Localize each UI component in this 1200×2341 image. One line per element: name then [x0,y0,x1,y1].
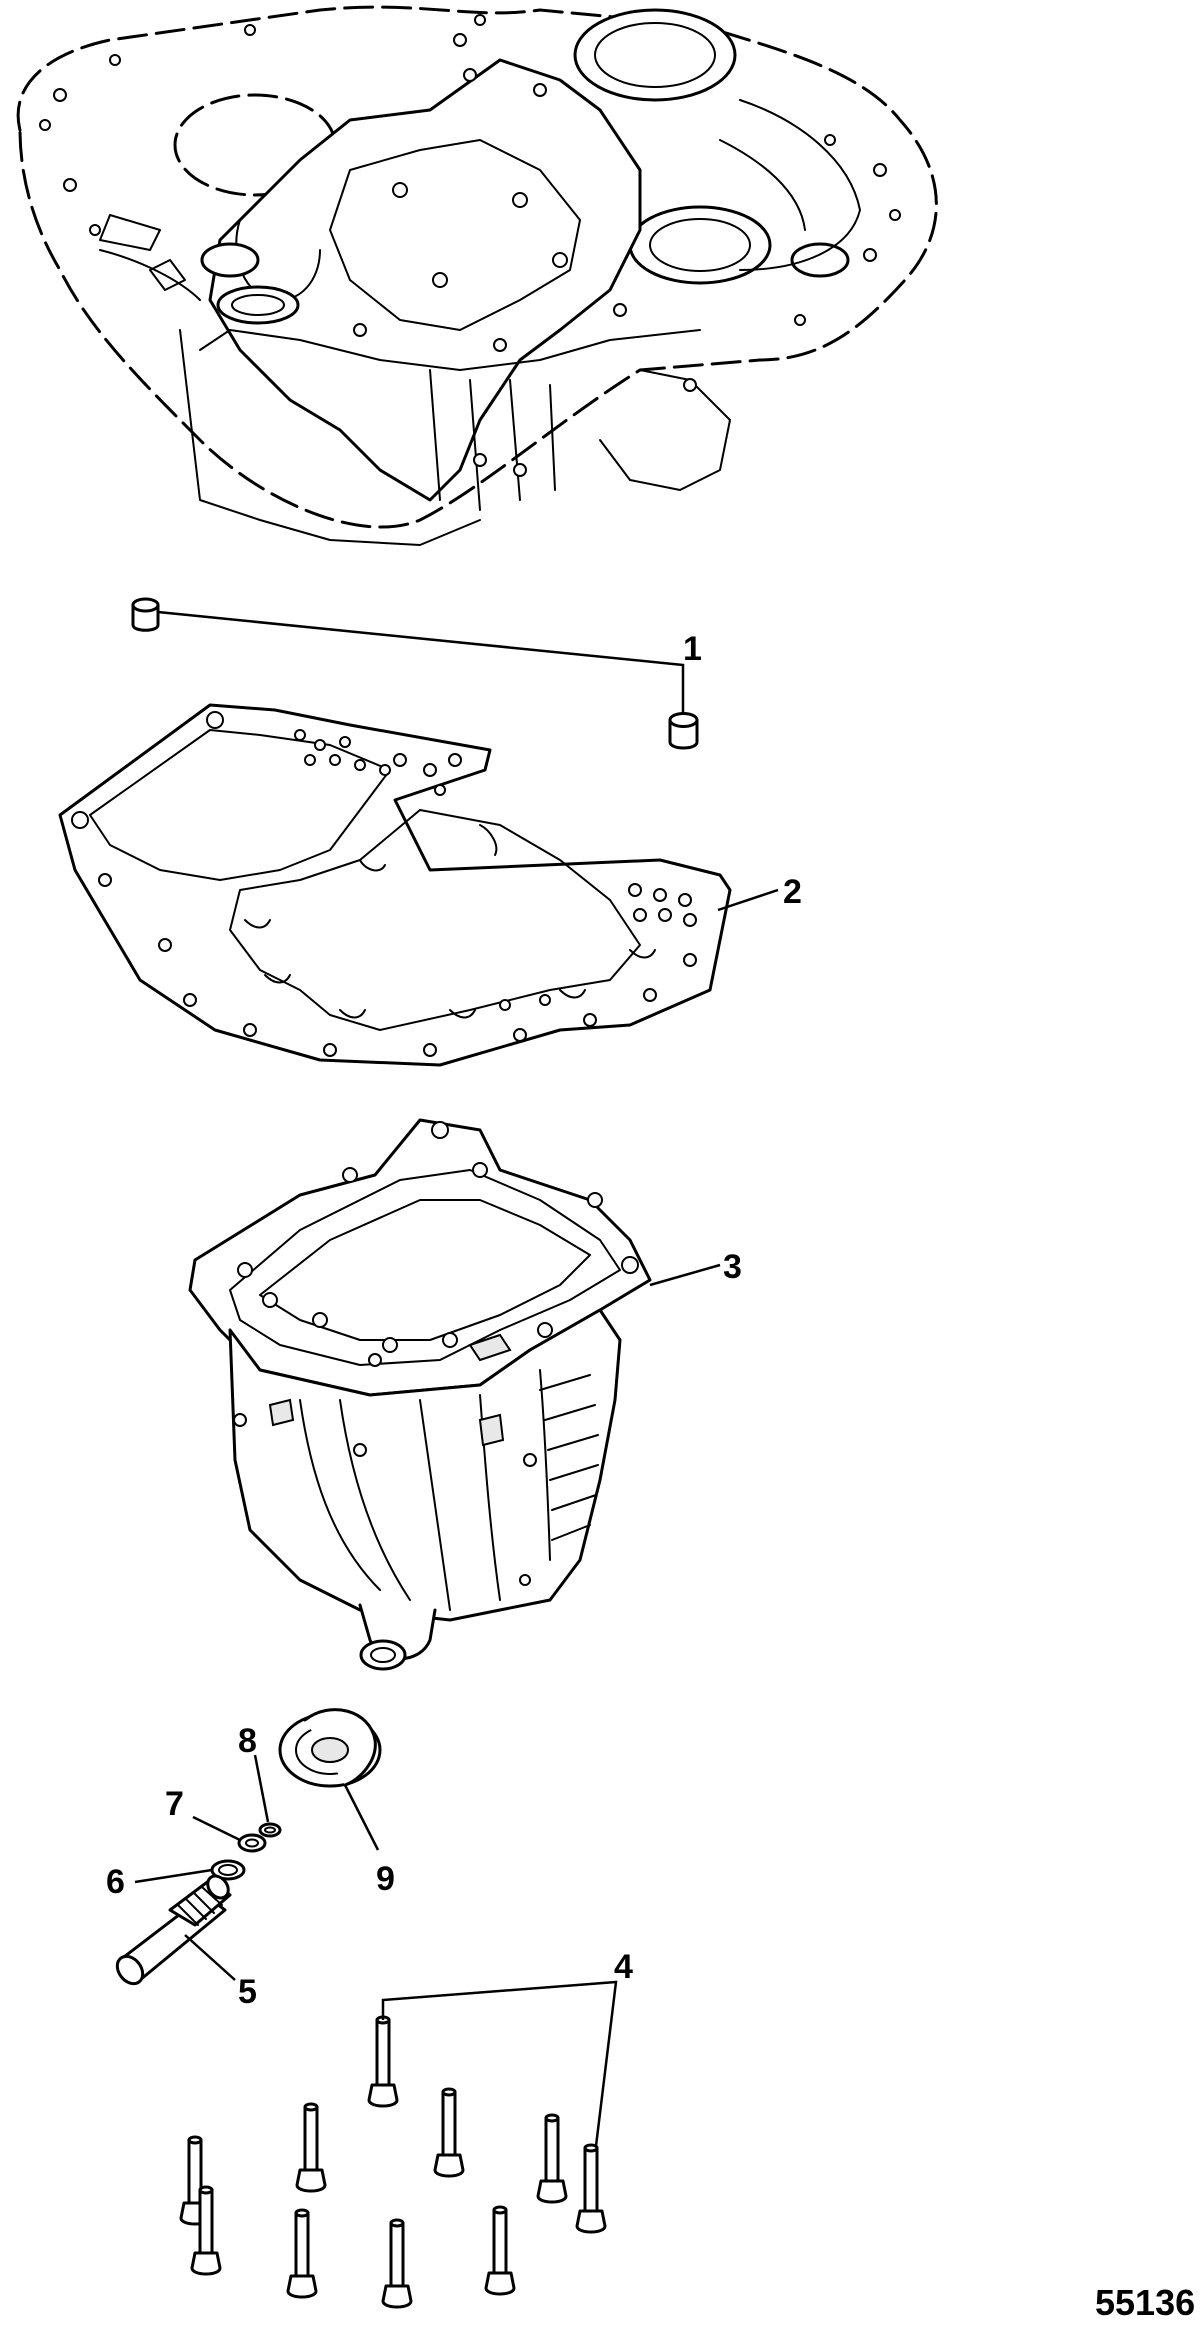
leader-7 [192,1815,241,1842]
callout-6: 6 [106,1863,125,1901]
o-ring-small [258,1822,282,1838]
callout-3: 3 [723,1248,742,1286]
leader-2 [717,888,779,912]
bolt [367,2015,399,2108]
figure-number: 55136 [1095,2282,1195,2323]
oil-pan [188,1118,652,1671]
bolt [286,2208,318,2299]
callout-5: 5 [238,1973,257,2011]
leader-3 [649,1263,721,1287]
leader-9 [343,1784,380,1851]
leader-8 [253,1754,270,1823]
callout-2: 2 [783,873,802,911]
dowel-pin-left [131,597,160,632]
leader-4 [381,1980,618,2147]
callout-9: 9 [376,1860,395,1898]
leader-1 [157,610,685,713]
washer [237,1833,267,1853]
drain-seal [278,1708,382,1788]
bolt [190,2185,222,2276]
callout-1: 1 [683,630,702,668]
drain-fitting [115,1874,232,1986]
bolt [575,2143,607,2234]
callout-7: 7 [165,1785,184,1823]
o-ring [210,1859,246,1881]
bolt [381,2218,413,2309]
oil-pan-gasket [58,703,732,1067]
leader-6 [134,1868,213,1884]
bolt [536,2113,568,2204]
callout-4: 4 [614,1948,633,1986]
leader-5 [184,1934,236,1981]
dowel-pin-right [668,712,699,750]
callout-8: 8 [238,1722,257,1760]
pan-bolts [179,2015,607,2309]
bolt [484,2205,516,2296]
bolt [295,2102,327,2193]
bolt [433,2087,465,2178]
engine-adapter-plate [16,5,938,546]
